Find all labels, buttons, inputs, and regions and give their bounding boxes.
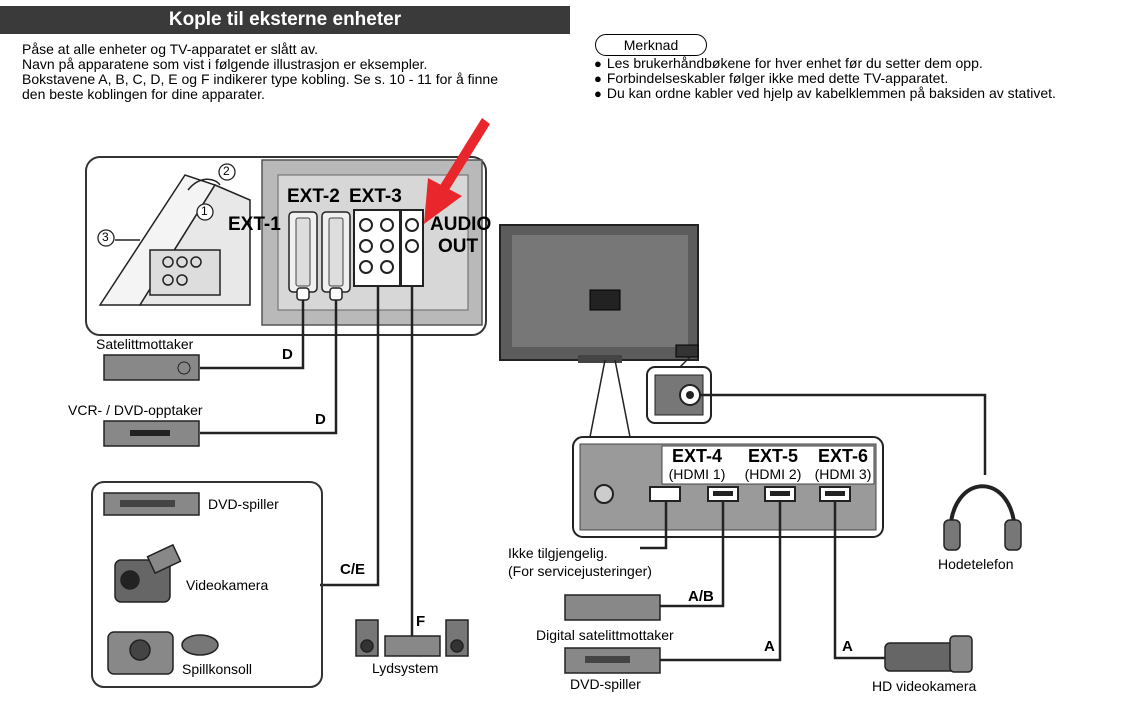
intro-text: Påse at alle enheter og TV-apparatet er … <box>22 42 582 102</box>
hd-camera-illustration <box>884 635 973 673</box>
panel-outline <box>85 156 487 336</box>
digital-sat-label: Digital satelittmottaker <box>536 627 674 643</box>
page-title: Kople til eksterne enheter <box>0 6 570 34</box>
dvd-player-2-box <box>564 647 661 674</box>
conn-d-satellite: D <box>282 346 293 363</box>
console-illustration <box>107 631 219 675</box>
service-port <box>649 486 681 502</box>
digital-sat-box <box>564 594 661 621</box>
hd-camera-label: HD videokamera <box>872 678 977 694</box>
headphones-label: Hodetelefon <box>938 556 1014 572</box>
service-label: (For servicejusteringer) <box>508 563 652 579</box>
group-outline <box>91 481 323 688</box>
bullet-icon: ● <box>594 86 602 101</box>
note-label: Merknad <box>595 34 707 56</box>
headphones-illustration <box>948 484 1017 536</box>
ext6-sub: (HDMI 3) <box>814 466 872 482</box>
not-available-label: Ikke tilgjengelig. <box>508 545 608 561</box>
intro-line: Navn på apparatene som vist i følgende i… <box>22 56 428 72</box>
satellite-label: Satelittmottaker <box>96 336 194 352</box>
cables <box>200 286 987 662</box>
sound-system-label: Lydsystem <box>372 660 439 676</box>
ext3-label: EXT-3 <box>349 186 402 207</box>
ext5-sub: (HDMI 2) <box>744 466 802 482</box>
note-item: ●Du kan ordne kabler ved hjelp av kabelk… <box>594 85 1056 102</box>
note-item: ●Les brukerhåndbøkene for hver enhet før… <box>594 55 983 72</box>
vcr-label: VCR- / DVD-opptaker <box>68 402 203 418</box>
ext5-label: EXT-5 <box>747 446 799 466</box>
note-list: ●Les brukerhåndbøkene for hver enhet før… <box>594 55 1056 102</box>
conn-a-hdcam: A <box>842 638 853 655</box>
audio-out-label-2: OUT <box>438 236 479 257</box>
conn-ce: C/E <box>340 561 366 578</box>
camcorder-label: Videokamera <box>186 577 269 593</box>
red-arrow <box>424 118 490 224</box>
intro-line: Påse at alle enheter og TV-apparatet er … <box>22 41 318 57</box>
conn-f: F <box>416 613 426 630</box>
bullet-icon: ● <box>594 71 602 86</box>
ext1-label: EXT-1 <box>228 214 281 235</box>
step-2: 2 <box>223 164 230 178</box>
conn-a-dvd: A <box>764 638 775 655</box>
step-3: 3 <box>102 230 109 244</box>
ext6-label: EXT-6 <box>817 446 869 466</box>
step-1: 1 <box>201 204 208 218</box>
console-label: Spillkonsoll <box>182 661 253 677</box>
dvd-player-label: DVD-spiller <box>208 496 279 512</box>
note-item: ●Forbindelseskabler følger ikke med dett… <box>594 70 949 87</box>
bullet-icon: ● <box>594 56 602 71</box>
conn-ab: A/B <box>688 588 714 605</box>
dvd-player-2-label: DVD-spiller <box>570 676 641 692</box>
ext2-label: EXT-2 <box>287 186 340 207</box>
intro-line: den beste koblingen for dine apparater. <box>22 86 265 102</box>
ext4-label: EXT-4 <box>671 446 723 466</box>
conn-d-vcr: D <box>315 411 326 428</box>
ext4-sub: (HDMI 1) <box>668 466 726 482</box>
audio-out-label-1: AUDIO <box>430 214 492 235</box>
sound-system-illustration <box>355 619 469 657</box>
intro-line: Bokstavene A, B, C, D, E og F indikerer … <box>22 71 498 87</box>
camcorder-illustration <box>114 543 182 603</box>
